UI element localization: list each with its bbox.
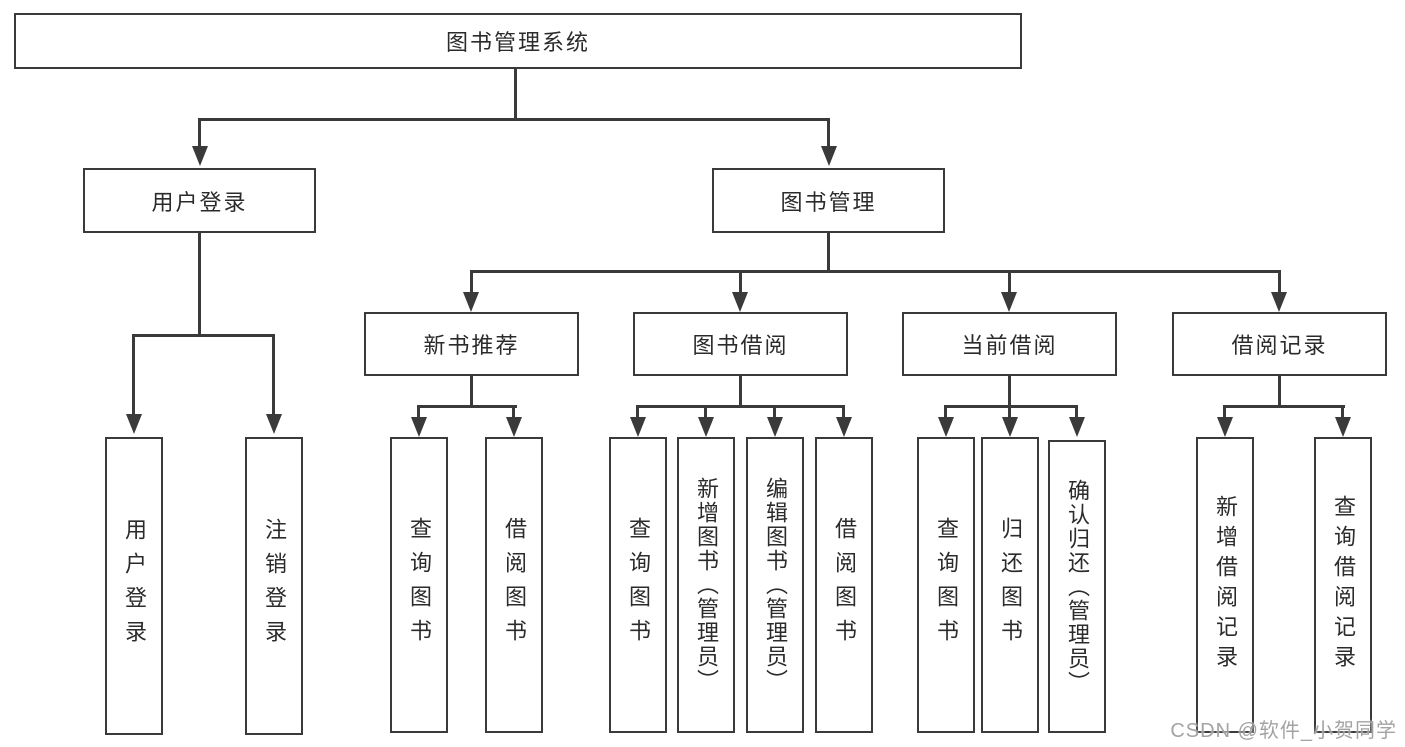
connector-line [1278, 270, 1281, 294]
node-label: 新增借阅记录 [1213, 495, 1238, 675]
connector-line [1223, 405, 1226, 419]
arrow-down-icon [732, 292, 748, 312]
node-label: 查询图书 [407, 517, 432, 653]
connector-line [198, 118, 830, 121]
node-label: 图书管理 [780, 189, 877, 215]
connector-line [1278, 376, 1281, 407]
connector-line [198, 233, 201, 336]
leaf-query-borrow-record: 查询借阅记录 [1314, 437, 1372, 733]
connector-line [132, 334, 275, 337]
node-current-borrowing: 当前借阅 [902, 312, 1117, 376]
connector-line [739, 270, 742, 294]
node-label: 编辑图书（管理员） [763, 477, 788, 693]
connector-line [1008, 376, 1011, 407]
node-label: 用户登录 [122, 518, 147, 654]
arrow-down-icon [698, 417, 714, 437]
connector-line [944, 405, 947, 419]
connector-line [417, 405, 517, 408]
arrow-down-icon [1069, 417, 1085, 437]
arrow-down-icon [1271, 292, 1287, 312]
connector-line [739, 376, 742, 407]
connector-line [1008, 270, 1011, 294]
leaf-user-login: 用户登录 [105, 437, 163, 735]
arrow-down-icon [836, 417, 852, 437]
node-label: 查询图书 [626, 517, 651, 653]
node-label: 借阅图书 [832, 517, 857, 653]
node-user-login: 用户登录 [83, 168, 316, 233]
arrow-down-icon [938, 417, 954, 437]
node-library-management-system: 图书管理系统 [14, 13, 1022, 69]
arrow-down-icon [463, 292, 479, 312]
node-label: 注销登录 [262, 518, 287, 654]
connector-line [773, 405, 776, 419]
node-label: 归还图书 [998, 517, 1023, 653]
arrow-down-icon [411, 417, 427, 437]
node-book-borrowing: 图书借阅 [633, 312, 848, 376]
arrow-down-icon [1335, 417, 1351, 437]
node-label: 当前借阅 [961, 333, 1058, 358]
connector-line [637, 405, 845, 408]
node-label: 新书推荐 [423, 333, 520, 358]
connector-line [417, 405, 420, 419]
node-borrowing-records: 借阅记录 [1172, 312, 1387, 376]
connector-line [1341, 405, 1344, 419]
arrow-down-icon [821, 146, 837, 166]
connector-line [827, 118, 830, 147]
leaf-confirm-return-admin: 确认归还（管理员） [1048, 440, 1106, 733]
arrow-down-icon [1001, 292, 1017, 312]
node-label: 图书借阅 [692, 333, 789, 358]
connector-line [827, 233, 830, 273]
leaf-borrow-books: 借阅图书 [815, 437, 873, 733]
connector-line [514, 69, 517, 120]
connector-line [512, 405, 515, 419]
node-label: 图书管理系统 [445, 30, 590, 55]
csdn-watermark: CSDN @软件_小贺同学 [1170, 720, 1397, 742]
arrow-down-icon [1217, 417, 1233, 437]
arrow-down-icon [192, 146, 208, 166]
connector-line [198, 118, 201, 147]
connector-line [470, 376, 473, 407]
arrow-down-icon [126, 414, 142, 434]
arrow-down-icon [506, 417, 522, 437]
connector-line [704, 405, 707, 419]
leaf-logout: 注销登录 [245, 437, 303, 735]
connector-line [132, 334, 135, 416]
connector-line [470, 270, 1281, 273]
arrow-down-icon [630, 417, 646, 437]
leaf-query-books-borrow: 查询图书 [609, 437, 667, 733]
node-label: 新增图书（管理员） [694, 477, 719, 693]
leaf-add-borrow-record: 新增借阅记录 [1196, 437, 1254, 733]
arrow-down-icon [1002, 417, 1018, 437]
connector-line [842, 405, 845, 419]
arrow-down-icon [767, 417, 783, 437]
arrow-down-icon [266, 414, 282, 434]
connector-line [944, 405, 1078, 408]
node-book-management: 图书管理 [712, 168, 945, 233]
leaf-add-books-admin: 新增图书（管理员） [677, 437, 735, 733]
node-label: 查询图书 [934, 517, 959, 653]
node-label: 查询借阅记录 [1331, 495, 1356, 675]
connector-line [1008, 405, 1011, 419]
leaf-return-books: 归还图书 [981, 437, 1039, 733]
connector-line [1223, 405, 1345, 408]
leaf-query-books-recommend: 查询图书 [390, 437, 448, 733]
leaf-borrow-books-recommend: 借阅图书 [485, 437, 543, 733]
node-label: 借阅记录 [1231, 333, 1328, 358]
connector-line [470, 270, 473, 294]
connector-line [636, 405, 639, 419]
connector-line [272, 334, 275, 416]
connector-line [1075, 405, 1078, 419]
leaf-edit-books-admin: 编辑图书（管理员） [746, 437, 804, 733]
node-label: 确认归还（管理员） [1065, 478, 1090, 695]
leaf-query-books-current: 查询图书 [917, 437, 975, 733]
node-label: 用户登录 [151, 189, 248, 215]
node-label: 借阅图书 [502, 517, 527, 653]
node-new-book-recommendation: 新书推荐 [364, 312, 579, 376]
